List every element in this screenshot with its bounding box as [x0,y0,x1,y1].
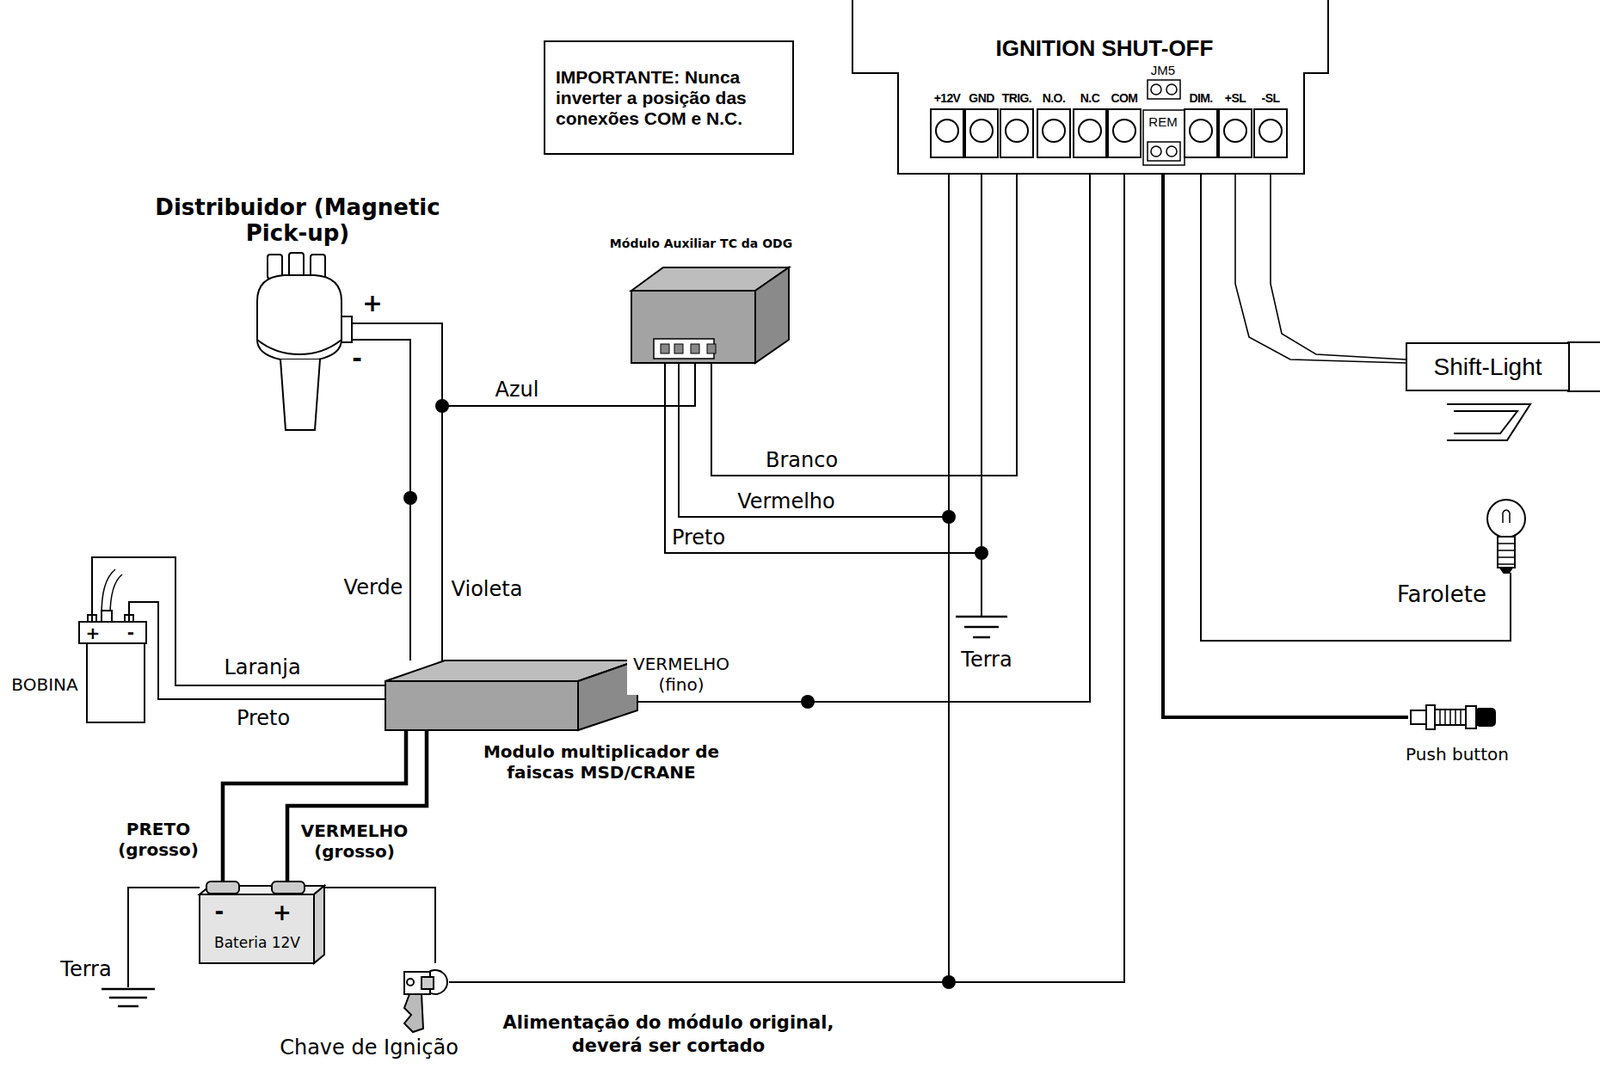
pin-name: N.C [1080,91,1100,105]
wire [1163,173,1409,718]
ignition-key-node: Chave de Ignição [397,963,450,1036]
spark-module-node: Modulo multiplicador de faiscas MSD/CRAN… [385,660,638,731]
jumper-name: REM [1148,114,1177,130]
wire [287,730,427,882]
push-button-node: Push button [1408,703,1496,731]
spark-module-text: Modulo multiplicador de faiscas MSD/CRAN… [480,741,722,783]
distributor-drawing [257,252,352,431]
pin-name: DIM. [1188,91,1213,105]
wire-color-label: Branco [763,448,841,473]
spark-module-box [385,660,638,731]
pin-name: GND [968,91,994,105]
aux-module-text: Módulo Auxiliar TC da ODG [609,236,793,251]
aux-module-node: Módulo Auxiliar TC da ODG [631,267,789,364]
wire-color-label: VERMELHO (fino) [627,653,736,696]
pin-name: TRIG. [1002,91,1032,105]
wire-color-label: Azul [492,377,542,402]
ignition-shutoff-text: IGNITION SHUT-OFF [996,35,1214,62]
polarity-sign: - [127,621,135,643]
wire [1235,173,1406,364]
polarity-sign: + [272,899,292,926]
note-text: Alimentação do módulo original, deverá s… [470,1011,867,1059]
wire [351,339,411,661]
push-button-text: Push button [1405,744,1509,765]
wire [637,173,1090,702]
wire-color-label: PRETO (grosso) [104,818,213,861]
wire [351,323,443,661]
note-box-node: IMPORTANTE: Nunca inverter a posição das… [543,40,794,155]
polarity-sign: - [351,344,363,373]
pin-name: +SL [1224,91,1246,105]
bulb-node: Farolete [1486,497,1527,573]
wire [1270,173,1406,360]
wire [324,887,436,964]
bulb-text: Farolete [1396,581,1487,608]
wire-color-label: VERMELHO (grosso) [291,820,418,862]
terminal-block [930,80,1287,166]
bulb-drawing [1487,499,1526,573]
ignition-coil-text: BOBINA [11,674,78,696]
pin-name: COM [1111,91,1139,105]
wire-color-label: Vermelho [734,489,837,514]
module-housing [852,0,1329,174]
jumper-name: JM5 [1150,62,1176,78]
aux-module-box [631,267,789,364]
wire-color-label: Violeta [449,577,526,602]
distributor-text: Distribuidor (Magnetic Pick-up) [151,194,444,247]
coil-drawing [79,569,147,723]
push-button-drawing [1410,705,1496,730]
shift-light-node: Shift-Light [1405,342,1570,392]
polarity-sign: - [215,898,225,925]
wire [1200,173,1511,641]
pin-name: N.O. [1042,91,1065,105]
ignition-key-text: Chave de Ignição [279,1035,459,1060]
wire [678,173,949,517]
wire [351,323,696,407]
wire-color-label: Preto [233,706,293,731]
ignition-shutoff-node: IGNITION SHUT-OFF [852,0,1329,174]
wire-color-label: Verde [341,575,407,600]
wire [129,602,386,700]
wire [449,173,1125,983]
ground-label: Terra [58,957,113,982]
ground-label: Terra [959,647,1014,672]
wire [711,173,1017,476]
distributor-node: Distribuidor (Magnetic Pick-up) [257,252,352,434]
ground-symbol [955,553,1008,638]
polarity-sign: + [86,622,101,644]
shift-light-text: Shift-Light [1407,350,1569,385]
battery-drawing [101,881,325,1007]
wire-color-label: Preto [669,525,728,550]
pin-name: +12V [934,91,961,105]
polarity-sign: + [362,289,382,318]
battery-text: Bateria 12V [214,934,301,952]
ignition-key-drawing [404,970,448,1033]
wire [664,173,982,554]
note-box-text: IMPORTANTE: Nunca inverter a posição das… [545,60,793,136]
wire-color-label: Laranja [221,655,303,680]
pin-name: -SL [1261,91,1280,105]
